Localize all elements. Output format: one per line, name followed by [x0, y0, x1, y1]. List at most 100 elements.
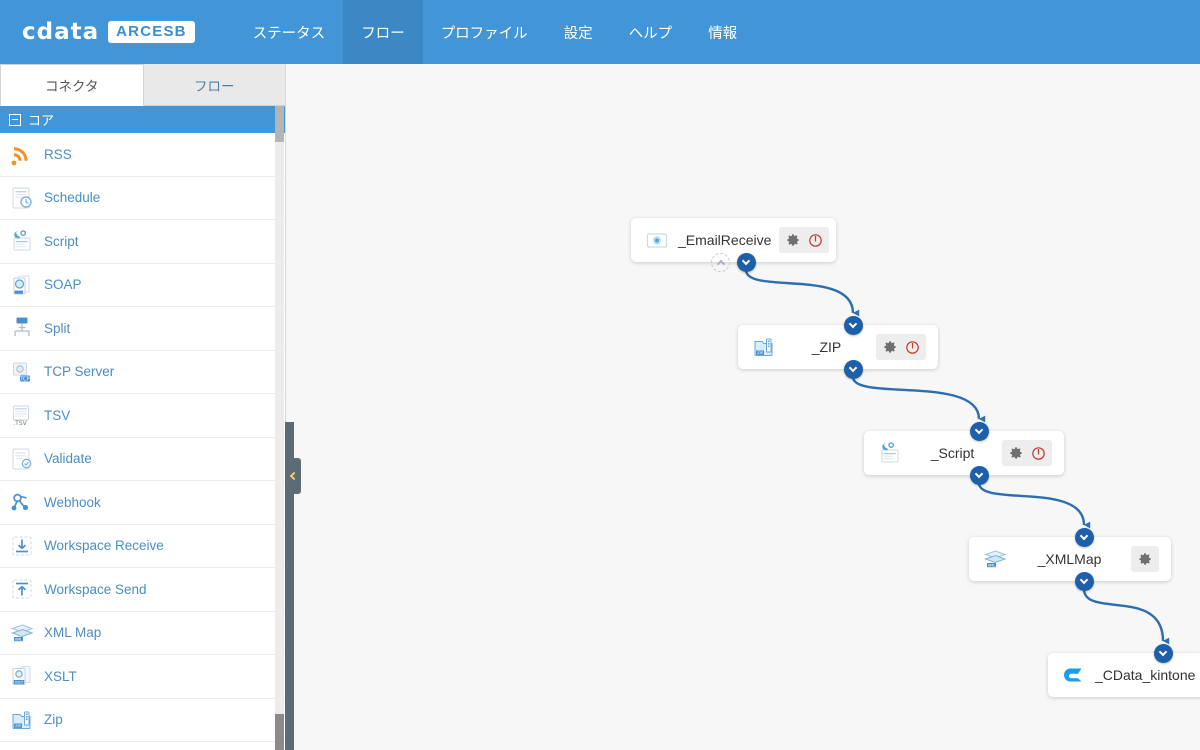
connector-item-label: Zip [44, 712, 63, 728]
connector-item-split[interactable]: Split [0, 307, 285, 351]
chevron-down-icon [1079, 531, 1089, 540]
xml-map-icon: XML [9, 620, 35, 646]
flow-link-script-to-xmlmap[interactable] [977, 482, 1091, 529]
node-input-port-xmlmap[interactable] [1074, 527, 1094, 547]
brand-product-badge: ARCESB [108, 21, 195, 43]
connector-item-label: XSLT [44, 668, 77, 684]
schedule-icon [9, 185, 35, 211]
flow-link-emailreceive-to-zip[interactable] [744, 269, 860, 317]
connector-item-schedule[interactable]: Schedule [0, 176, 285, 220]
node-disable-button[interactable] [1028, 443, 1048, 463]
flow-canvas[interactable]: _EmailReceive ZIP_ZIP _Script XML_XMLMap [286, 64, 1200, 750]
node-input-port-zip[interactable] [843, 315, 863, 335]
nav-info-label: 情報 [708, 25, 738, 42]
power-icon [905, 340, 919, 354]
zip-icon: ZIP [751, 334, 777, 360]
flow-connection-layer [744, 269, 1170, 645]
brand-logo[interactable]: cdata ARCESB [22, 19, 195, 45]
tsv-icon: .TSV [9, 402, 35, 428]
gear-icon [1139, 553, 1151, 565]
panel-splitter-upper [285, 422, 294, 458]
nav-profile[interactable]: プロファイル [423, 0, 546, 64]
scrollbar-thumb-lower[interactable] [275, 714, 284, 750]
connector-item-workspace-receive[interactable]: Workspace Receive [0, 524, 285, 568]
connector-item-label: Split [44, 320, 71, 336]
collapse-panel-handle[interactable] [285, 458, 301, 494]
connector-item-rss[interactable]: RSS [0, 133, 285, 177]
flow-node-emailreceive[interactable]: _EmailReceive [631, 218, 836, 262]
flow-node-actions [1131, 546, 1159, 572]
connector-item-tcp-server[interactable]: TCP TCP Server [0, 350, 285, 394]
workspace-receive-icon [9, 533, 35, 559]
flow-node-title: _Script [930, 445, 975, 461]
nav-info[interactable]: 情報 [690, 0, 755, 64]
node-output-port-zip[interactable] [843, 359, 863, 379]
nav-status[interactable]: ステータス [235, 0, 344, 64]
connector-item-label: Workspace Receive [44, 538, 164, 554]
group-header-core[interactable]: コア [0, 106, 285, 133]
node-settings-button[interactable] [880, 337, 900, 357]
node-output-port-emailreceive[interactable] [736, 252, 756, 272]
node-output-port-script[interactable] [969, 465, 989, 485]
nav-items: ステータス フロー プロファイル 設定ヘルプ 情報 [235, 0, 756, 64]
connector-item-zip[interactable]: ZIP Zip [0, 698, 285, 742]
nav-status-label: ステータス [252, 25, 326, 42]
flow-node-actions [1002, 440, 1052, 466]
connector-item-webhook[interactable]: Webhook [0, 481, 285, 525]
nav-help-label: ヘルプ [628, 25, 673, 42]
node-disable-button[interactable] [902, 337, 922, 357]
node-input-port-placeholder[interactable] [711, 253, 730, 272]
flow-node-script[interactable]: _Script [864, 431, 1064, 475]
nav-flow-label: フロー [361, 25, 405, 42]
svg-text:ZIP: ZIP [15, 724, 22, 728]
connector-item-workspace-send[interactable]: Workspace Send [0, 568, 285, 612]
node-output-port-xmlmap[interactable] [1074, 571, 1094, 591]
svg-text:TCP: TCP [19, 376, 30, 382]
chevron-down-icon [848, 363, 858, 372]
flow-node-title: _EmailReceive [678, 232, 772, 248]
node-input-port-script[interactable] [969, 421, 989, 441]
node-settings-button[interactable] [1006, 443, 1026, 463]
flow-node-xmlmap[interactable]: XML_XMLMap [969, 537, 1171, 581]
tab-flows[interactable]: フロー [143, 64, 285, 106]
node-input-port-cdatakintone[interactable] [1153, 643, 1173, 663]
flow-node-zip[interactable]: ZIP_ZIP [738, 325, 938, 369]
sidebar-tabs: コネクタ フロー [0, 64, 285, 106]
flow-node-cdatakintone[interactable]: _CData_kintone [1048, 653, 1200, 697]
svg-text:XSLT: XSLT [15, 681, 24, 685]
svg-text:.TSV: .TSV [13, 420, 27, 427]
nav-profile-label: プロファイル [440, 25, 528, 42]
xml-map-icon: XML [982, 546, 1008, 572]
connector-item-soap[interactable]: SOAP [0, 263, 285, 307]
flow-node-title: _CData_kintone [1095, 667, 1196, 683]
email-icon [644, 227, 670, 253]
top-navigation-bar: cdata ARCESB ステータス フロー プロファイル 設定ヘルプ 情報 [0, 0, 1200, 64]
tab-connectors[interactable]: コネクタ [0, 64, 144, 106]
connector-item-script[interactable]: Script [0, 220, 285, 264]
chevron-down-icon [974, 469, 984, 478]
connector-list-scrollbar[interactable] [275, 106, 284, 750]
brand-name: cdata [22, 19, 100, 45]
scrollbar-thumb[interactable] [275, 106, 284, 142]
flow-link-xmlmap-to-cdatakintone[interactable] [1082, 588, 1170, 645]
connector-item-label: Workspace Send [44, 581, 147, 597]
cdata-icon [1061, 662, 1087, 688]
node-settings-button[interactable] [783, 230, 803, 250]
flow-node-actions [779, 227, 830, 253]
node-settings-button[interactable] [1135, 549, 1155, 569]
connector-item-validate[interactable]: Validate [0, 437, 285, 481]
connector-item-label: TCP Server [44, 364, 115, 380]
chevron-down-icon [741, 256, 751, 265]
gear-icon [787, 234, 799, 246]
workspace-send-icon [9, 576, 35, 602]
validate-icon [9, 446, 35, 472]
node-disable-button[interactable] [805, 230, 825, 250]
nav-flow[interactable]: フロー [343, 0, 423, 64]
chevron-left-icon [289, 471, 299, 481]
nav-settings[interactable]: 設定 [546, 0, 611, 64]
nav-help[interactable]: ヘルプ [611, 0, 691, 64]
connector-item-xslt[interactable]: XSLT XSLT [0, 655, 285, 699]
flow-link-zip-to-script[interactable] [851, 376, 986, 423]
